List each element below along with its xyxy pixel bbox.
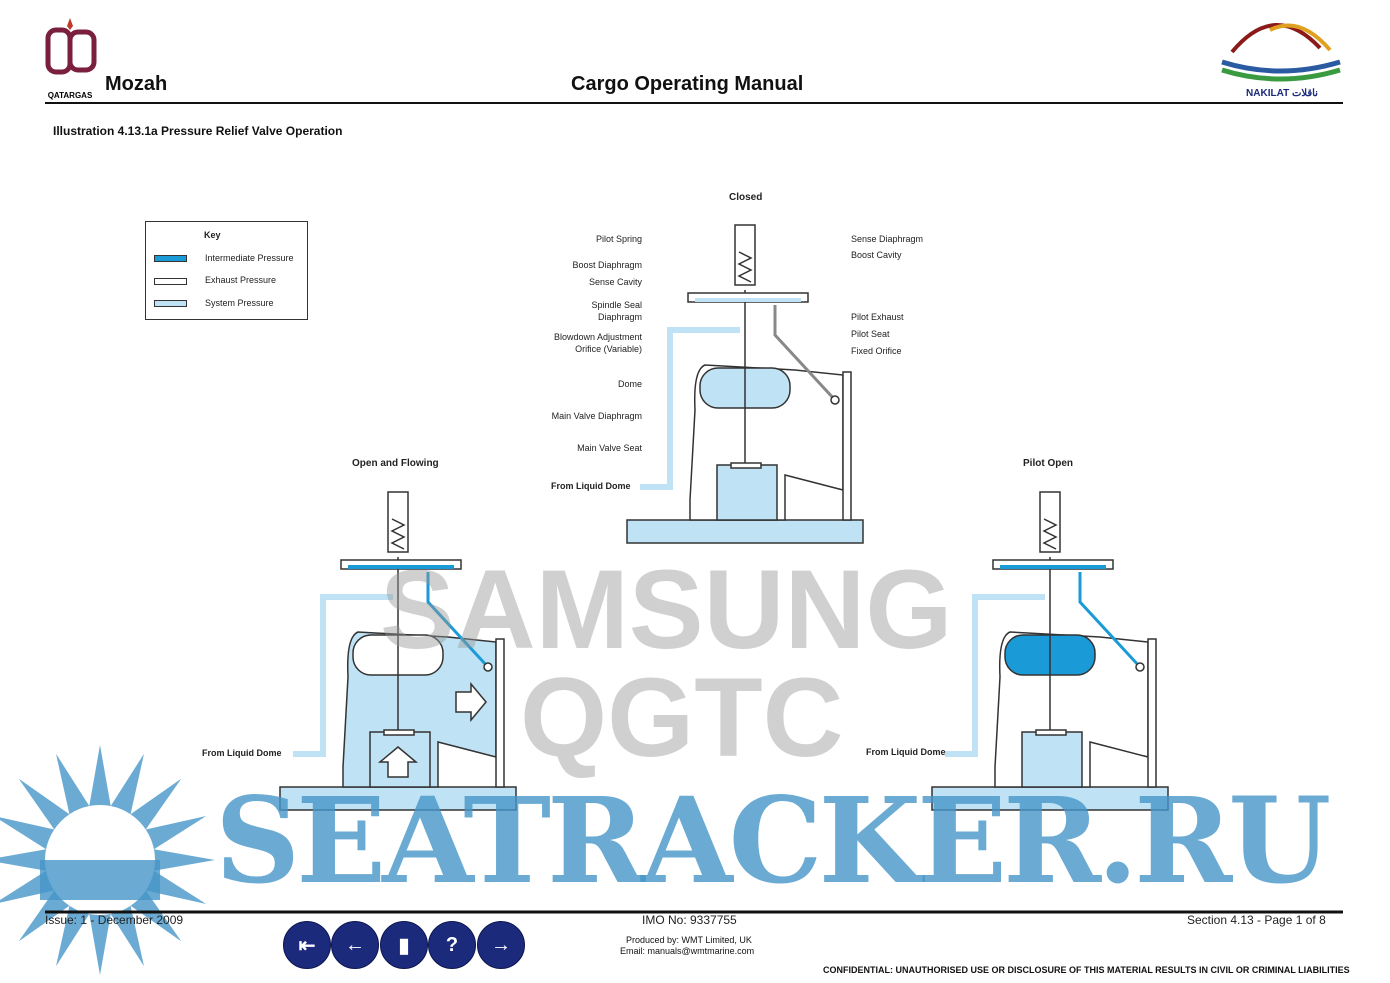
- svg-text:QATARGAS: QATARGAS: [48, 91, 93, 100]
- valve-closed-diagram: [626, 224, 864, 544]
- imo-number: IMO No: 9337755: [642, 913, 737, 927]
- callout-label: Boost Cavity: [851, 250, 902, 260]
- callout-label: Fixed Orifice: [851, 346, 902, 356]
- callout-label: Pilot Seat: [851, 329, 890, 339]
- key-label: Intermediate Pressure: [205, 253, 294, 263]
- key-box: Key Intermediate Pressure Exhaust Pressu…: [145, 221, 308, 320]
- illustration-title: Illustration 4.13.1a Pressure Relief Val…: [53, 124, 343, 138]
- callout-label: Dome: [617, 379, 642, 389]
- callout-label: Diaphragm: [597, 312, 642, 322]
- producer: Produced by: WMT Limited, UK: [626, 935, 752, 945]
- bookmark-button[interactable]: ▮: [380, 921, 428, 969]
- contact-email: Email: manuals@wmtmarine.com: [620, 946, 755, 956]
- inlet-label: From Liquid Dome: [551, 481, 631, 491]
- callout-label: Sense Diaphragm: [851, 234, 924, 244]
- inlet-label: From Liquid Dome: [202, 748, 282, 758]
- key-label: System Pressure: [205, 298, 274, 308]
- watermark-qgtc: QGTC: [520, 655, 844, 780]
- ship-name: Mozah: [105, 73, 168, 95]
- diagram-title-pilot-open: Pilot Open: [1023, 458, 1073, 469]
- key-swatch-system: [154, 300, 187, 307]
- svg-text:NAKILAT ناقلات: NAKILAT ناقلات: [1246, 88, 1318, 99]
- first-page-button[interactable]: ⇤: [283, 921, 331, 969]
- watermark-samsung: SAMSUNG: [380, 547, 953, 672]
- confidential-notice: CONFIDENTIAL: UNAUTHORISED USE OR DISCLO…: [823, 965, 1350, 975]
- valve-open-flowing-diagram: [279, 491, 517, 811]
- next-page-button[interactable]: →: [477, 921, 525, 969]
- callout-label: Main Valve Seat: [577, 443, 642, 453]
- callout-label: Pilot Exhaust: [851, 312, 904, 322]
- key-swatch-intermediate: [154, 255, 187, 262]
- callout-label: Sense Cavity: [588, 277, 642, 287]
- sun-icon: [0, 745, 215, 975]
- callout-label: Spindle Seal: [591, 300, 642, 310]
- callout-label: Orifice (Variable): [575, 344, 642, 354]
- watermark-seatracker: SEATRACKER.RU: [215, 771, 1331, 910]
- key-swatch-exhaust: [154, 278, 187, 285]
- diagram-title-open: Open and Flowing: [352, 458, 439, 469]
- section-page: Section 4.13 - Page 1 of 8: [1187, 913, 1326, 927]
- issue-date: Issue: 1 - December 2009: [45, 913, 184, 927]
- page-title: Cargo Operating Manual: [571, 73, 804, 95]
- valve-pilot-open-diagram: [931, 491, 1169, 811]
- back-button[interactable]: ←: [331, 921, 379, 969]
- callout-label: Main Valve Diaphragm: [551, 411, 642, 421]
- help-button[interactable]: ?: [428, 921, 476, 969]
- callout-label: Blowdown Adjustment: [553, 332, 642, 342]
- key-title: Key: [204, 230, 221, 240]
- qatargas-logo: QATARGAS: [45, 18, 97, 100]
- diagram-title-closed: Closed: [729, 192, 763, 203]
- key-label: Exhaust Pressure: [205, 275, 277, 285]
- callout-label: Pilot Spring: [595, 234, 642, 244]
- callout-label: Boost Diaphragm: [572, 260, 642, 270]
- inlet-label: From Liquid Dome: [866, 747, 946, 757]
- nakilat-logo: NAKILAT ناقلات: [1221, 23, 1341, 99]
